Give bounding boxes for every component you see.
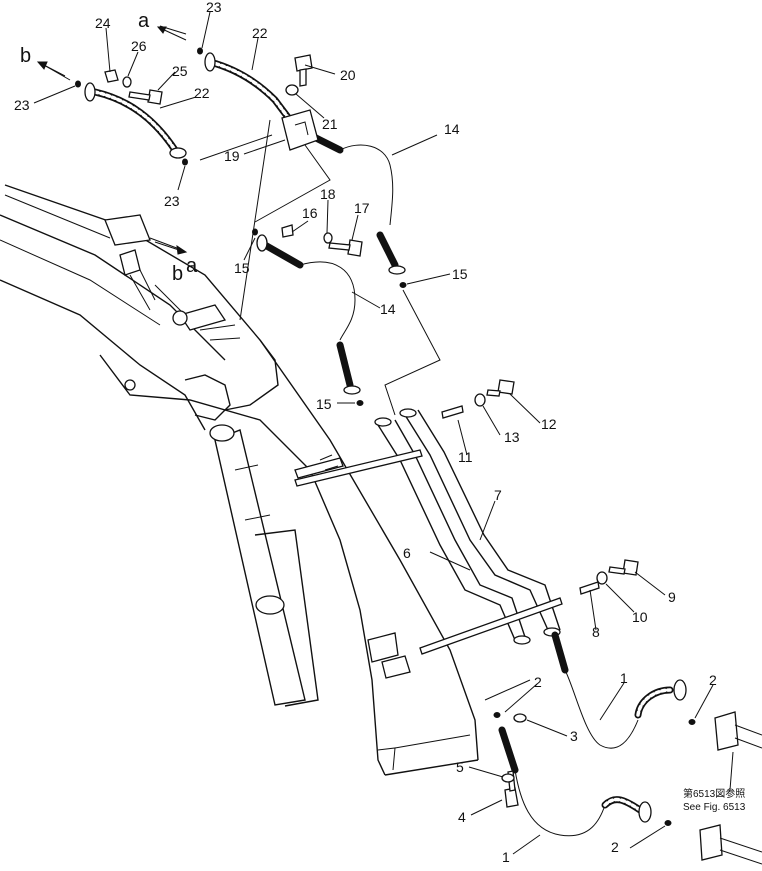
label-10: 10 — [632, 609, 648, 625]
label-19: 19 — [224, 148, 240, 164]
label-8: 8 — [592, 624, 600, 640]
label-23-bottom: 23 — [164, 193, 180, 209]
letter-b-boom: b — [172, 263, 183, 285]
leader-lines — [33, 11, 714, 855]
label-25: 25 — [172, 63, 188, 79]
label-1-bottom: 1 — [502, 849, 510, 865]
label-21: 21 — [322, 116, 338, 132]
label-14-top: 14 — [444, 121, 460, 137]
label-15-left: 15 — [234, 260, 250, 276]
label-24: 24 — [95, 15, 111, 31]
arrow-left-icon — [41, 63, 71, 81]
letter-a-boom: a — [186, 255, 198, 277]
label-2-bottom: 2 — [611, 839, 619, 855]
label-13: 13 — [504, 429, 520, 445]
letter-b-top: b — [20, 45, 31, 67]
label-18: 18 — [320, 186, 336, 202]
label-11: 11 — [458, 449, 473, 465]
boom-cylinder — [209, 424, 319, 707]
label-15-right: 15 — [452, 266, 468, 282]
label-6: 6 — [403, 545, 411, 561]
label-22-left: 22 — [194, 85, 210, 101]
label-3: 3 — [570, 728, 578, 744]
label-22-top: 22 — [252, 25, 268, 41]
label-2-right: 2 — [709, 672, 717, 688]
label-26: 26 — [131, 38, 147, 54]
callout-labels: 24 26 25 23 22 22 23 23 20 21 19 14 16 1… — [14, 0, 717, 865]
arrow-right-icon — [149, 237, 183, 251]
label-23-left: 23 — [14, 97, 30, 113]
label-20: 20 — [340, 67, 356, 83]
label-14-mid: 14 — [380, 301, 396, 317]
label-4: 4 — [458, 809, 466, 825]
label-7: 7 — [494, 487, 502, 503]
label-23-top: 23 — [206, 0, 222, 15]
label-15-mid: 15 — [316, 396, 332, 412]
boom-structure — [0, 184, 479, 776]
note-japanese: 第6513図参照 — [683, 787, 745, 800]
label-9: 9 — [668, 589, 676, 605]
label-2-mid: 2 — [534, 674, 542, 690]
label-16: 16 — [302, 205, 318, 221]
label-17: 17 — [354, 200, 370, 216]
figure-reference-note: 第6513図参照 See Fig. 6513 — [683, 787, 746, 813]
fittings — [75, 47, 762, 865]
steel-tubes — [294, 408, 563, 655]
label-12: 12 — [541, 416, 557, 432]
connection-markers: a b a b — [20, 10, 198, 285]
letter-a-top: a — [138, 10, 150, 32]
note-english: See Fig. 6513 — [683, 802, 746, 813]
label-5: 5 — [456, 759, 464, 775]
label-1-right: 1 — [620, 670, 628, 686]
